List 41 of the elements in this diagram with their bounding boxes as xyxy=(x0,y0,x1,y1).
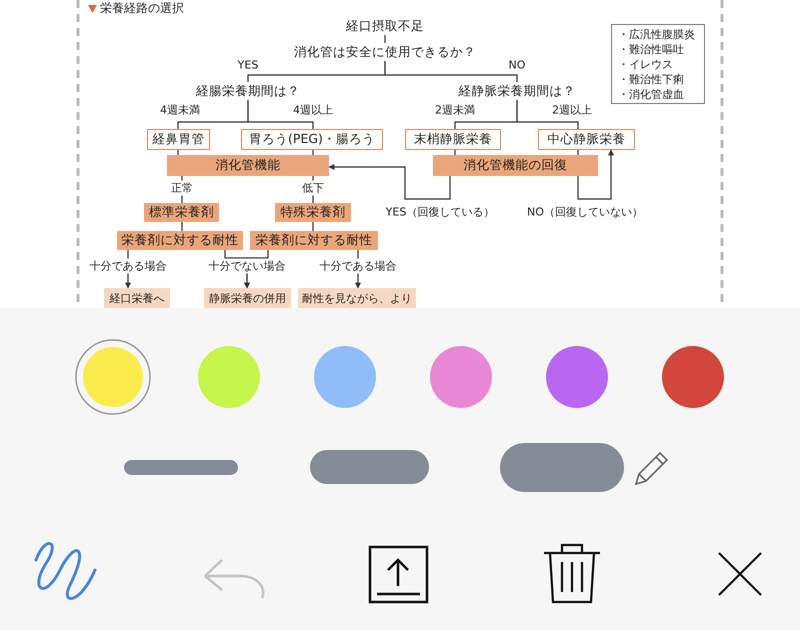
decision-bar: 消化管機能の回復 xyxy=(433,155,598,176)
edge-label: 4週以上 xyxy=(291,102,335,118)
formula-box: 標準栄養剤 xyxy=(144,203,219,222)
question-text: 経静脈栄養期間は？ xyxy=(452,82,582,100)
route-box: 中心静脈栄養 xyxy=(538,129,635,150)
edge-label: 2週以上 xyxy=(550,102,594,118)
arrow xyxy=(328,164,451,200)
outcome-box: 耐性を見ながら、より xyxy=(298,288,416,308)
outcome-box: 静脈栄養の併用 xyxy=(204,288,291,308)
question-text: 消化管は安全に使用できるか？ xyxy=(288,43,482,61)
connector-line xyxy=(516,100,579,129)
route-box: 胃ろう(PEG)・腸ろう xyxy=(241,129,383,150)
connector-line xyxy=(454,150,456,155)
decision-bar: 消化管機能 xyxy=(167,155,329,176)
start-text: 経口摂取不足 xyxy=(345,18,425,35)
edge-label: 2週未満 xyxy=(433,102,477,118)
route-box: 経鼻胃管 xyxy=(147,129,210,150)
edge-label: 十分である場合 xyxy=(318,258,398,274)
connector-line xyxy=(181,222,183,231)
formula-box: 特殊栄養剤 xyxy=(275,203,351,222)
connector-line xyxy=(312,222,314,231)
section-heading: 栄養経路の選択 xyxy=(100,0,184,17)
edge-label: NO xyxy=(506,58,528,72)
tolerance-box: 栄養剤に対する耐性 xyxy=(250,231,378,250)
condition-list-box: ・広汎性腹膜炎 ・難治性嘔吐 ・イレウス ・難治性下痢 ・消化管虚血 xyxy=(611,24,705,104)
edge-label: 十分である場合 xyxy=(88,258,168,274)
edge-label: 4週未満 xyxy=(158,102,202,118)
connector-line xyxy=(312,150,314,155)
connector-line xyxy=(177,150,179,155)
outcome-box: 経口栄養へ xyxy=(104,288,170,308)
edge-label: 十分でない場合 xyxy=(206,258,288,274)
route-box: 末梢静脈栄養 xyxy=(405,129,501,150)
arrow xyxy=(577,149,614,200)
question-text: 経腸栄養期間は？ xyxy=(191,82,305,100)
tolerance-box: 栄養剤に対する耐性 xyxy=(117,231,243,250)
edge-label: YES xyxy=(236,58,260,72)
connector-line xyxy=(384,35,386,43)
connector-line xyxy=(384,61,518,82)
connector-line xyxy=(577,150,579,155)
edge-label: 低下 xyxy=(300,180,326,196)
connector-line xyxy=(247,100,314,129)
